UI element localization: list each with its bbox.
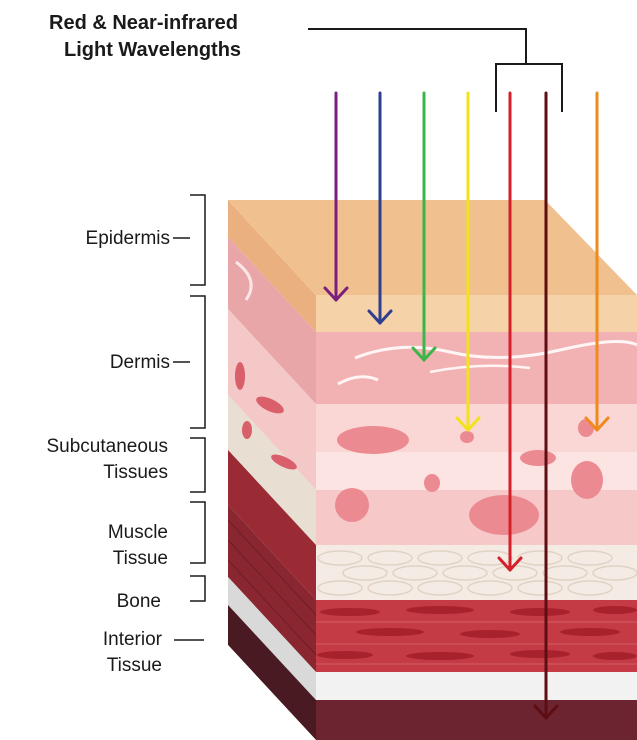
layer-label-epidermis: Epidermis xyxy=(86,195,205,285)
layer-label-subcutaneous: Subcutaneous Tissues xyxy=(47,436,206,492)
block-side-face xyxy=(228,200,316,740)
layer-label-interior: Interior Tissue xyxy=(103,629,204,676)
layer-label-bone: Bone xyxy=(117,576,205,612)
layer-label-text: Epidermis xyxy=(86,228,170,249)
layer-label-muscle: Muscle Tissue xyxy=(108,502,205,569)
diagram-title-line-2: Light Wavelengths xyxy=(64,39,241,61)
layer-label-text: Dermis xyxy=(110,352,170,373)
block-front-face xyxy=(316,295,637,740)
layer-label-text: Tissue xyxy=(107,655,162,676)
layer-label-text: Muscle xyxy=(108,522,168,543)
layer-label-text: Interior xyxy=(103,629,163,650)
layer-label-text: Subcutaneous xyxy=(47,436,169,457)
layer-label-text: Tissues xyxy=(103,462,168,483)
diagram-title-line-1: Red & Near-infrared xyxy=(49,12,238,34)
title-connector xyxy=(308,29,562,112)
layer-label-text: Bone xyxy=(117,591,161,612)
layer-label-dermis: Dermis xyxy=(110,296,205,428)
layer-label-text: Tissue xyxy=(113,548,168,569)
